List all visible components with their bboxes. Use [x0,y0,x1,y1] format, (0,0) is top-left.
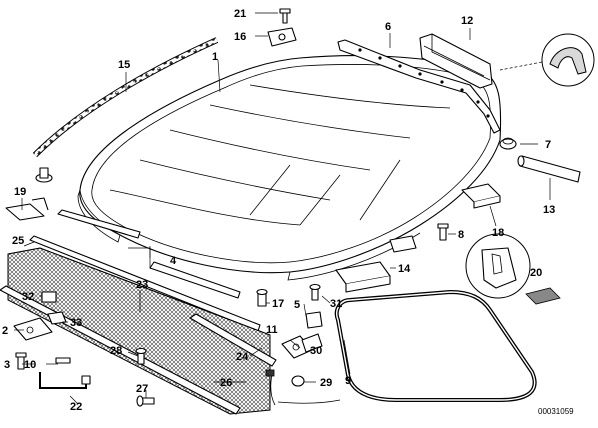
callout-10: 10 [24,359,36,371]
screw-part-28 [135,347,147,365]
callout-12: 12 [461,15,473,27]
clip-block-part [419,33,493,89]
callout-20: 20 [530,267,542,279]
callout-5: 5 [294,299,300,311]
callout-24: 24 [236,351,249,363]
seal-frame-part [334,289,537,402]
bracket-part-14 [335,261,391,293]
callout-2: 2 [2,325,8,337]
callout-27: 27 [136,383,148,395]
callout-18: 18 [492,227,504,239]
detail-circle-top [499,33,595,87]
callout-4: 4 [170,255,177,267]
bolt-part-17 [256,288,268,307]
callout-23: 23 [136,279,148,291]
callout-31: 31 [330,298,342,310]
pad-part-20 [525,287,561,305]
buffer-part-7 [499,137,517,150]
hinge-part-2 [13,317,53,341]
callout-13: 13 [543,204,555,216]
cable-part [265,369,341,406]
callouts: 1 2 3 4 5 6 7 8 9 10 11 12 13 14 15 16 1… [2,8,574,416]
bracket-part-14b [389,235,417,253]
side-rail-part [337,39,501,134]
callout-30: 30 [310,345,322,357]
document-number: 00031059 [538,407,574,416]
front-bracket-lower [149,261,241,299]
callout-21: 21 [234,8,246,20]
bracket-part-19 [5,197,49,221]
seal-strip-part [32,37,219,158]
screw-part-27 [136,395,155,407]
callout-9: 9 [345,375,351,387]
drain-tube-part [517,155,581,183]
front-trim-part [29,235,261,332]
callout-28: 28 [110,345,122,357]
screw-part-31 [309,283,321,301]
callout-19: 19 [14,186,26,198]
clip-part-29 [291,375,305,387]
leader-lines [14,12,551,405]
callout-8: 8 [458,229,464,241]
callout-29: 29 [320,377,332,389]
bracket-part-16 [267,27,297,47]
callout-1: 1 [212,51,218,63]
callout-15: 15 [118,59,130,71]
spring-part-32 [41,291,57,303]
callout-11: 11 [266,324,278,336]
callout-14: 14 [398,263,411,275]
screw-part-10 [55,357,71,364]
front-bracket-upper [57,209,141,239]
wind-deflector-mesh-part [7,247,271,415]
callout-6: 6 [385,21,391,33]
nut-left [35,167,53,183]
roof-panel-part [77,55,502,281]
detail-circle-bottom [465,233,531,299]
callout-17: 17 [272,298,284,310]
callout-25: 25 [12,235,24,247]
callout-16: 16 [234,31,246,43]
callout-32: 32 [22,291,34,303]
callout-26: 26 [220,377,232,389]
callout-22: 22 [70,401,82,413]
callout-3: 3 [4,359,10,371]
screw-part-21 [279,8,291,24]
bolt-part-8 [437,223,449,241]
bracket-part-5 [305,311,323,329]
bracket-part-18 [461,183,501,209]
callout-33: 33 [70,317,82,329]
callout-7: 7 [545,139,551,151]
screw-part-3 [15,352,27,370]
rod-part-22 [39,372,91,389]
